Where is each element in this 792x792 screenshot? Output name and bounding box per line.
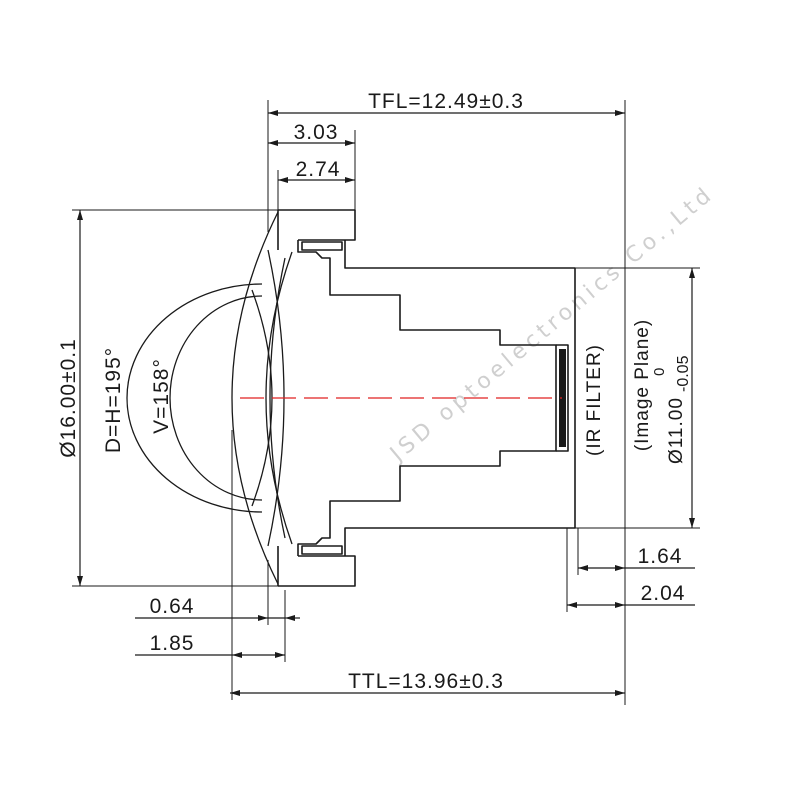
retainer-ring-bottom	[301, 545, 343, 555]
dia11-upper-tolerance: 0	[651, 368, 668, 376]
lens-barrel	[277, 209, 576, 587]
outer-tube	[344, 240, 576, 556]
fov-dh-arc	[126, 283, 263, 513]
rear-lip	[556, 344, 569, 452]
ttl-label: TTL=13.96±0.3	[348, 670, 504, 693]
fov-dh-label: D=H=195°	[102, 347, 125, 453]
image-plane-label: (Image Plane)	[632, 319, 653, 451]
front-flange-bottom	[278, 555, 356, 587]
lens-surface-5	[269, 257, 286, 539]
fov-v-label: V=158°	[150, 358, 173, 434]
retainer-ring-top	[301, 241, 343, 251]
dim-064-label: 0.64	[150, 595, 195, 618]
inner-profile	[297, 240, 557, 556]
dim-164-label: 1.64	[638, 545, 683, 568]
extension-lines	[72, 100, 700, 705]
dim-185-label: 1.85	[150, 632, 195, 655]
dim-204-label: 2.04	[641, 582, 686, 605]
front-flange-top	[278, 209, 356, 241]
dimension-lines	[77, 110, 695, 696]
dia16-label: Ø16.00±0.1	[57, 338, 80, 458]
front-lens-surface	[231, 211, 279, 585]
ir-filter-plate	[559, 349, 566, 447]
dim-274-label: 2.74	[296, 158, 341, 181]
tfl-label: TFL=12.49±0.3	[368, 90, 524, 113]
dim-303-label: 3.03	[294, 121, 339, 144]
ir-filter-label: (IR FILTER)	[584, 344, 605, 456]
dia11-label: Ø11.00	[666, 397, 687, 464]
lens-surface-3	[265, 251, 293, 545]
fov-v-arc	[169, 295, 263, 501]
dia11-lower-tolerance: -0.05	[675, 355, 692, 392]
